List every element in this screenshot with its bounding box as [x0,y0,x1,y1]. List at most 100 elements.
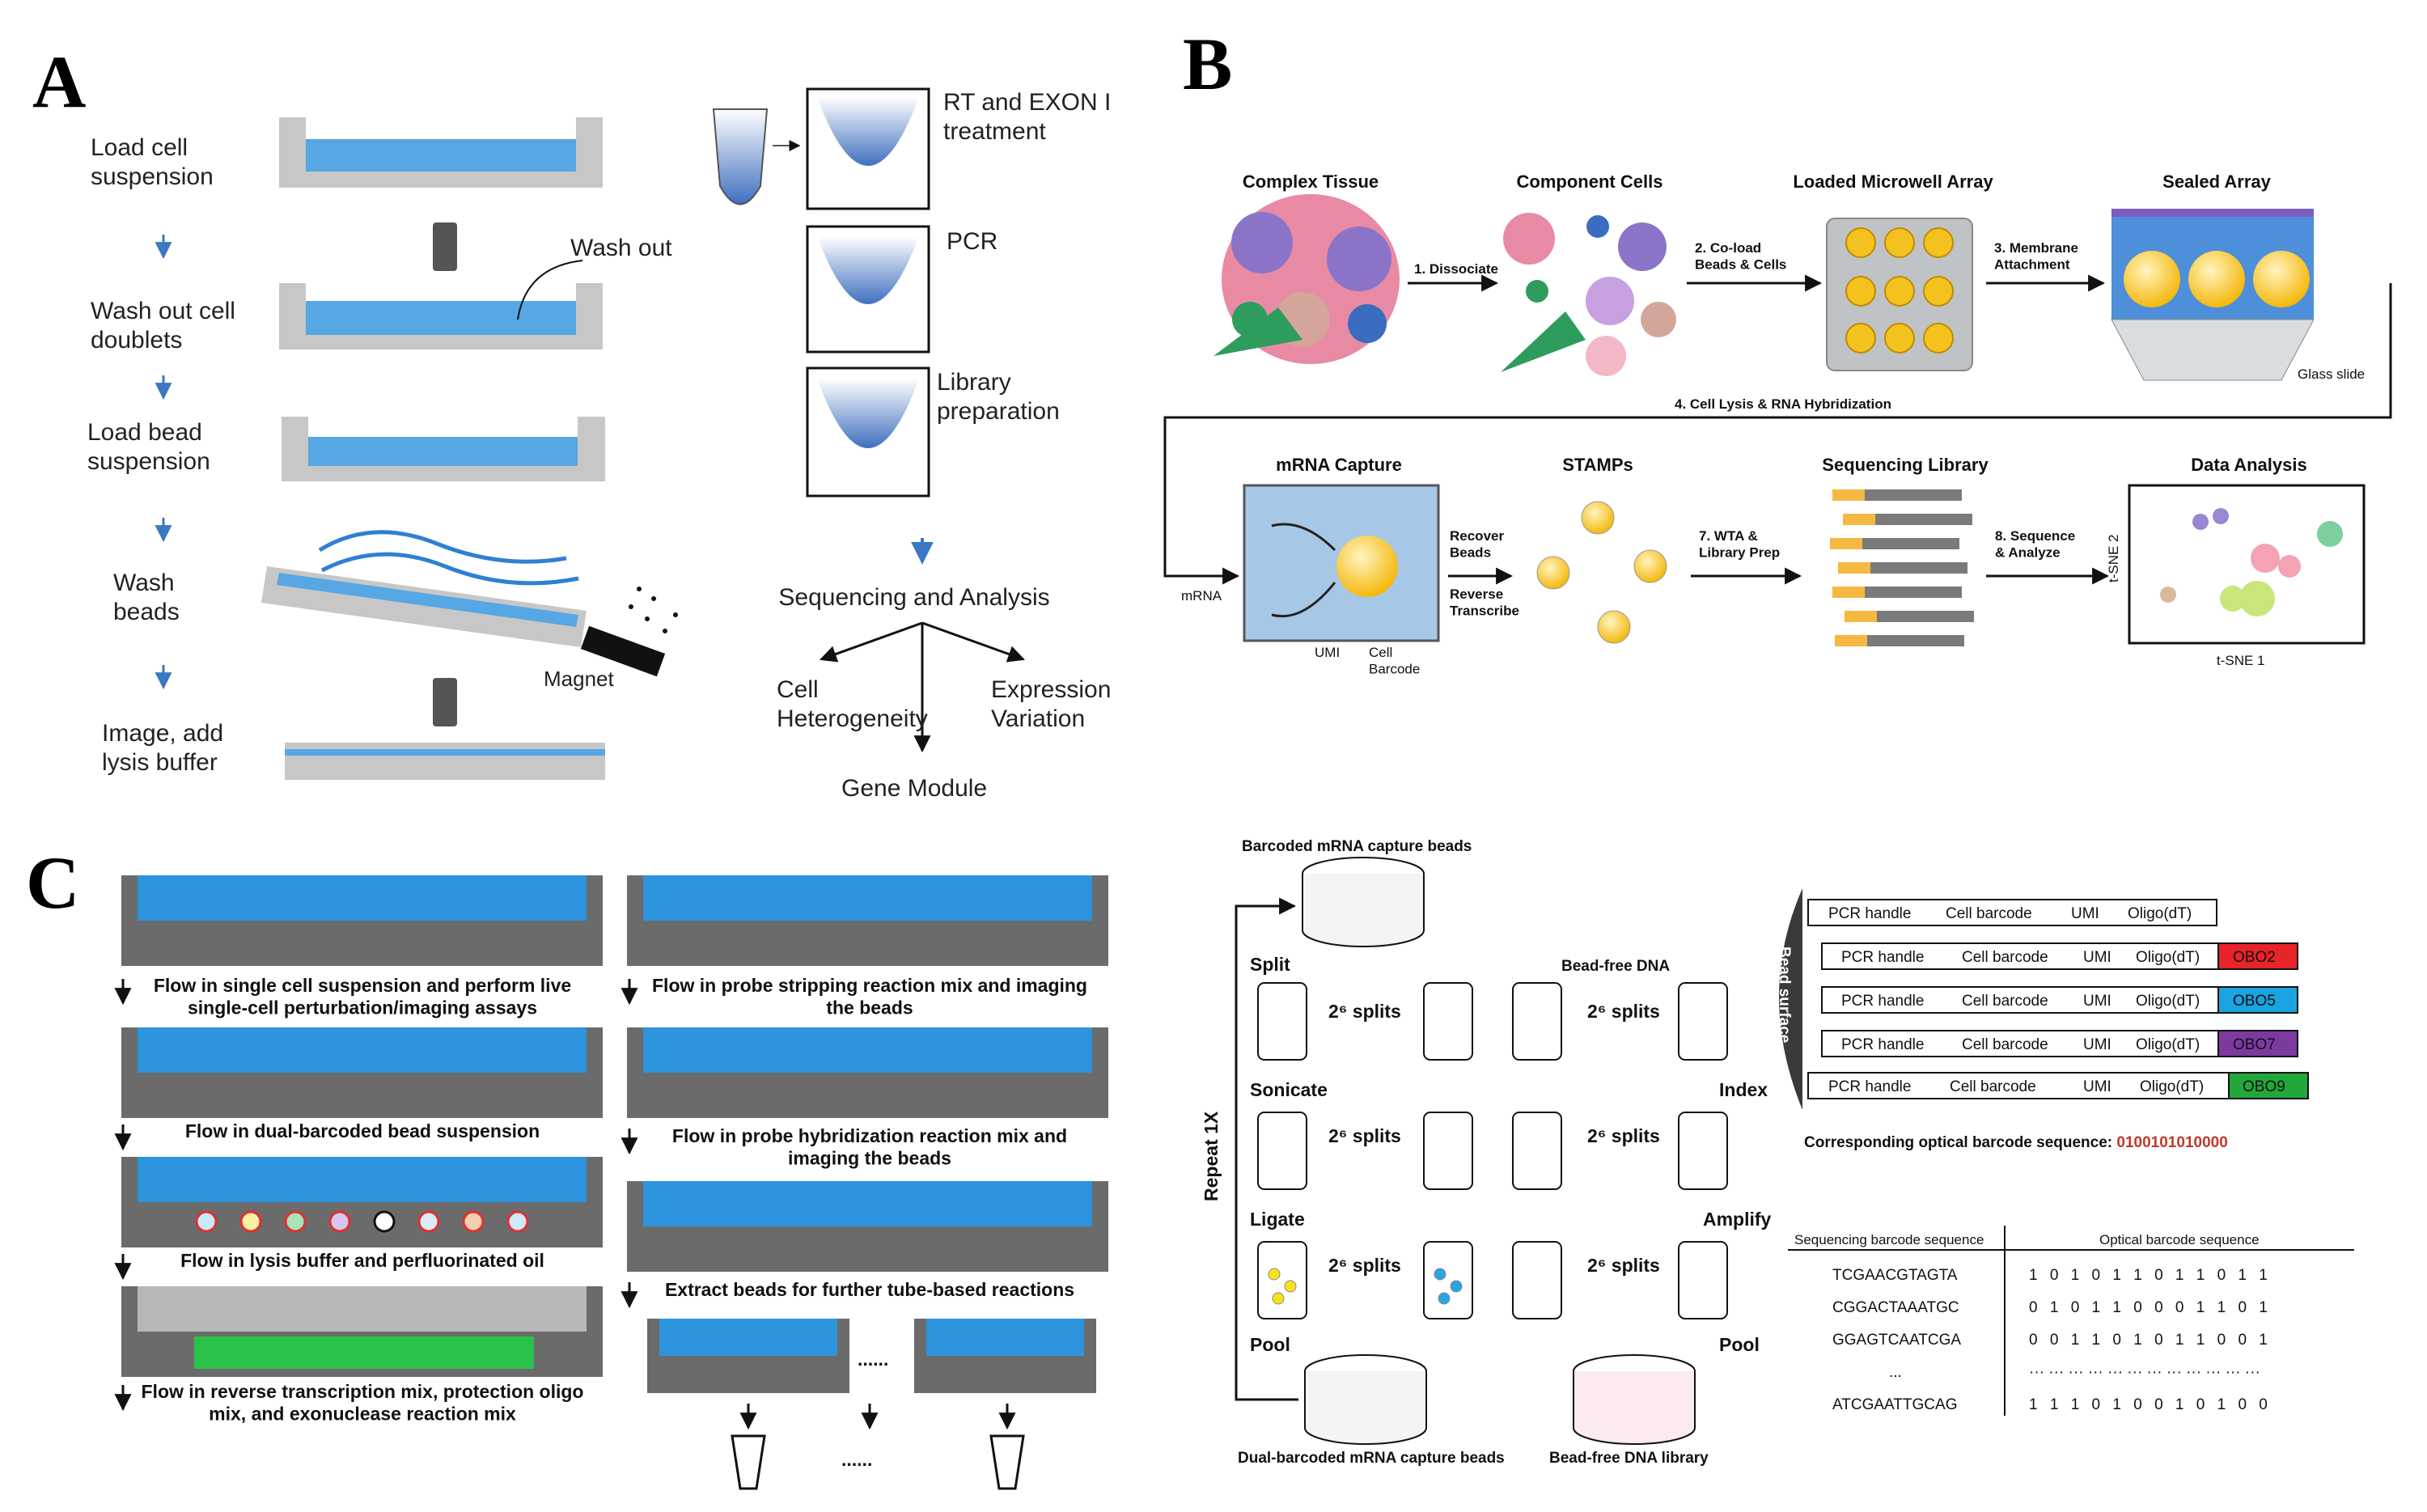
oligo-pcr-1: PCR handle [1841,949,1924,966]
oligo-umi-2: UMI [2083,993,2111,1010]
glass-slide-label: Glass slide [2298,366,2365,382]
oligo-row-0 [1807,899,2217,926]
panel-c-right-captions: Flow in probe stripping reaction mix and… [652,975,1087,1300]
chip-left-3 [121,1157,603,1247]
obo5-label: OBO5 [2233,993,2276,1010]
table-row-seq-3: ... [1889,1364,1902,1381]
oligo-pcr-2: PCR handle [1841,993,1924,1010]
wash-out-label: Wash out [570,235,672,261]
step-split: Split [1250,954,1290,975]
oligo-umi-0: UMI [2071,905,2099,922]
oligo-umi-1: UMI [2083,949,2111,966]
d-bottom-left-label: Dual-barcoded mRNA capture beads [1238,1450,1505,1467]
arrow-wta: 7. WTA &Library Prep [1699,528,1780,560]
oligo-cell-4: Cell barcode [1950,1078,2036,1095]
splits-6: 2⁶ splits [1587,1255,1660,1276]
table-row-bits-1: 0 1 0 1 1 0 0 0 1 1 0 1 [2029,1299,2268,1316]
bead-surface [1779,888,1802,1110]
chip-right-2 [627,1027,1108,1118]
d-left-steps: Split Sonicate Ligate Pool [1250,954,1328,1355]
chip-right-dots: ...... [858,1349,888,1370]
oligo-pcr-3: PCR handle [1841,1036,1924,1053]
wash-out-pointer [517,260,583,320]
caption-left-3: Flow in lysis buffer and perfluorinated … [180,1250,544,1271]
step-ligate: Ligate [1250,1209,1305,1230]
stage-stamps: STAMPs [1562,455,1633,475]
oligo-cell-0: Cell barcode [1946,905,2032,922]
barcode-table: Sequencing barcode sequence Optical barc… [1788,1226,2354,1416]
lysis-connector [1163,283,2392,585]
obo2-box [2217,942,2298,970]
table-row-bits-4: 1 1 1 0 1 0 0 1 0 1 0 0 [2029,1396,2268,1413]
stage-component-cells: Component Cells [1517,172,1663,192]
d-bottom-right-label: Bead-free DNA library [1549,1450,1709,1467]
caption-left-1: Flow in single cell suspension and perfo… [154,975,571,1019]
panel-b-stage-titles: Complex Tissue Component Cells Loaded Mi… [1243,172,2307,475]
oligo-cell-3: Cell barcode [1962,1036,2048,1053]
d-top-label: Barcoded mRNA capture beads [1242,838,1472,855]
splits-5: 2⁶ splits [1587,1125,1660,1146]
obo2-label: OBO2 [2233,949,2276,966]
stage-sealed-array: Sealed Array [2162,172,2271,192]
chamber-3 [282,417,605,481]
d-blue-beads [1434,1268,1463,1305]
panel-c-left-chips [121,875,603,1377]
mrna-capture-illustration [1243,484,1440,642]
oligo-row-4 [1807,1072,2309,1099]
oligo-row-3 [1821,1030,2298,1057]
tsne-plot [2128,484,2366,645]
splits-1: 2⁶ splits [1328,1001,1401,1022]
tubes-dots: ...... [841,1449,872,1470]
table-row-seq-1: CGGACTAAATGC [1832,1299,1959,1316]
table-header-opt: Optical barcode sequence [2099,1232,2260,1247]
chamber-2 [279,283,603,349]
caption-right-1: Flow in probe stripping reaction mix and… [652,975,1087,1019]
panel-c-left-captions: Flow in single cell suspension and perfo… [142,975,584,1425]
oligo-dt-2: Oligo(dT) [2136,993,2200,1010]
chip-right-4b [914,1319,1096,1393]
tsne-y-label: t-SNE 2 [2106,534,2121,582]
oligo-pcr-0: PCR handle [1828,905,1911,922]
optical-title: Corresponding optical barcode sequence: … [1804,1134,2228,1151]
step-sonicate: Sonicate [1250,1079,1328,1100]
oligo-umi-4: UMI [2083,1078,2111,1095]
outcome-arrows [820,621,1025,753]
magnet-label: Magnet [544,667,614,691]
tsne-x-label: t-SNE 1 [2217,653,2265,668]
oligo-dt-3: Oligo(dT) [2136,1036,2200,1053]
stage-data-analysis: Data Analysis [2191,455,2306,475]
caption-right-3: Extract beads for further tube-based rea… [665,1279,1074,1300]
sequencing-library-illustration [1830,489,1974,646]
pipette-1 [433,222,457,271]
caption-left-4: Flow in reverse transcription mix, prote… [142,1381,584,1425]
capture-umi-label: UMI [1315,645,1340,660]
sequencing-label: Sequencing and Analysis [778,584,1049,611]
obo9-box [2228,1072,2309,1099]
stage-mrna-capture: mRNA Capture [1276,455,1402,475]
oligo-dt-4: Oligo(dT) [2140,1078,2204,1095]
table-row-seq-2: GGAGTCAATCGA [1832,1332,1961,1349]
panel-c-right-arrows [621,979,1016,1430]
oligo-dt-0: Oligo(dT) [2128,905,2192,922]
reaction-tubes [806,87,930,498]
chamber-1 [279,117,603,188]
chip-right-1 [627,875,1108,966]
step-pool-right: Pool [1719,1334,1760,1355]
oligo-dt-1: Oligo(dT) [2136,949,2200,966]
arrow-dissociate: 1. Dissociate [1414,261,1498,277]
d-right-steps: Index Amplify Pool [1703,1079,1772,1355]
splits-4: 2⁶ splits [1587,1001,1660,1022]
chip-left-1 [121,875,603,966]
loaded-microwell-array [1826,218,1973,371]
oligo-pcr-4: PCR handle [1828,1078,1911,1095]
panel-a-letter: A [32,40,86,123]
component-cells-illustration [1501,213,1676,376]
